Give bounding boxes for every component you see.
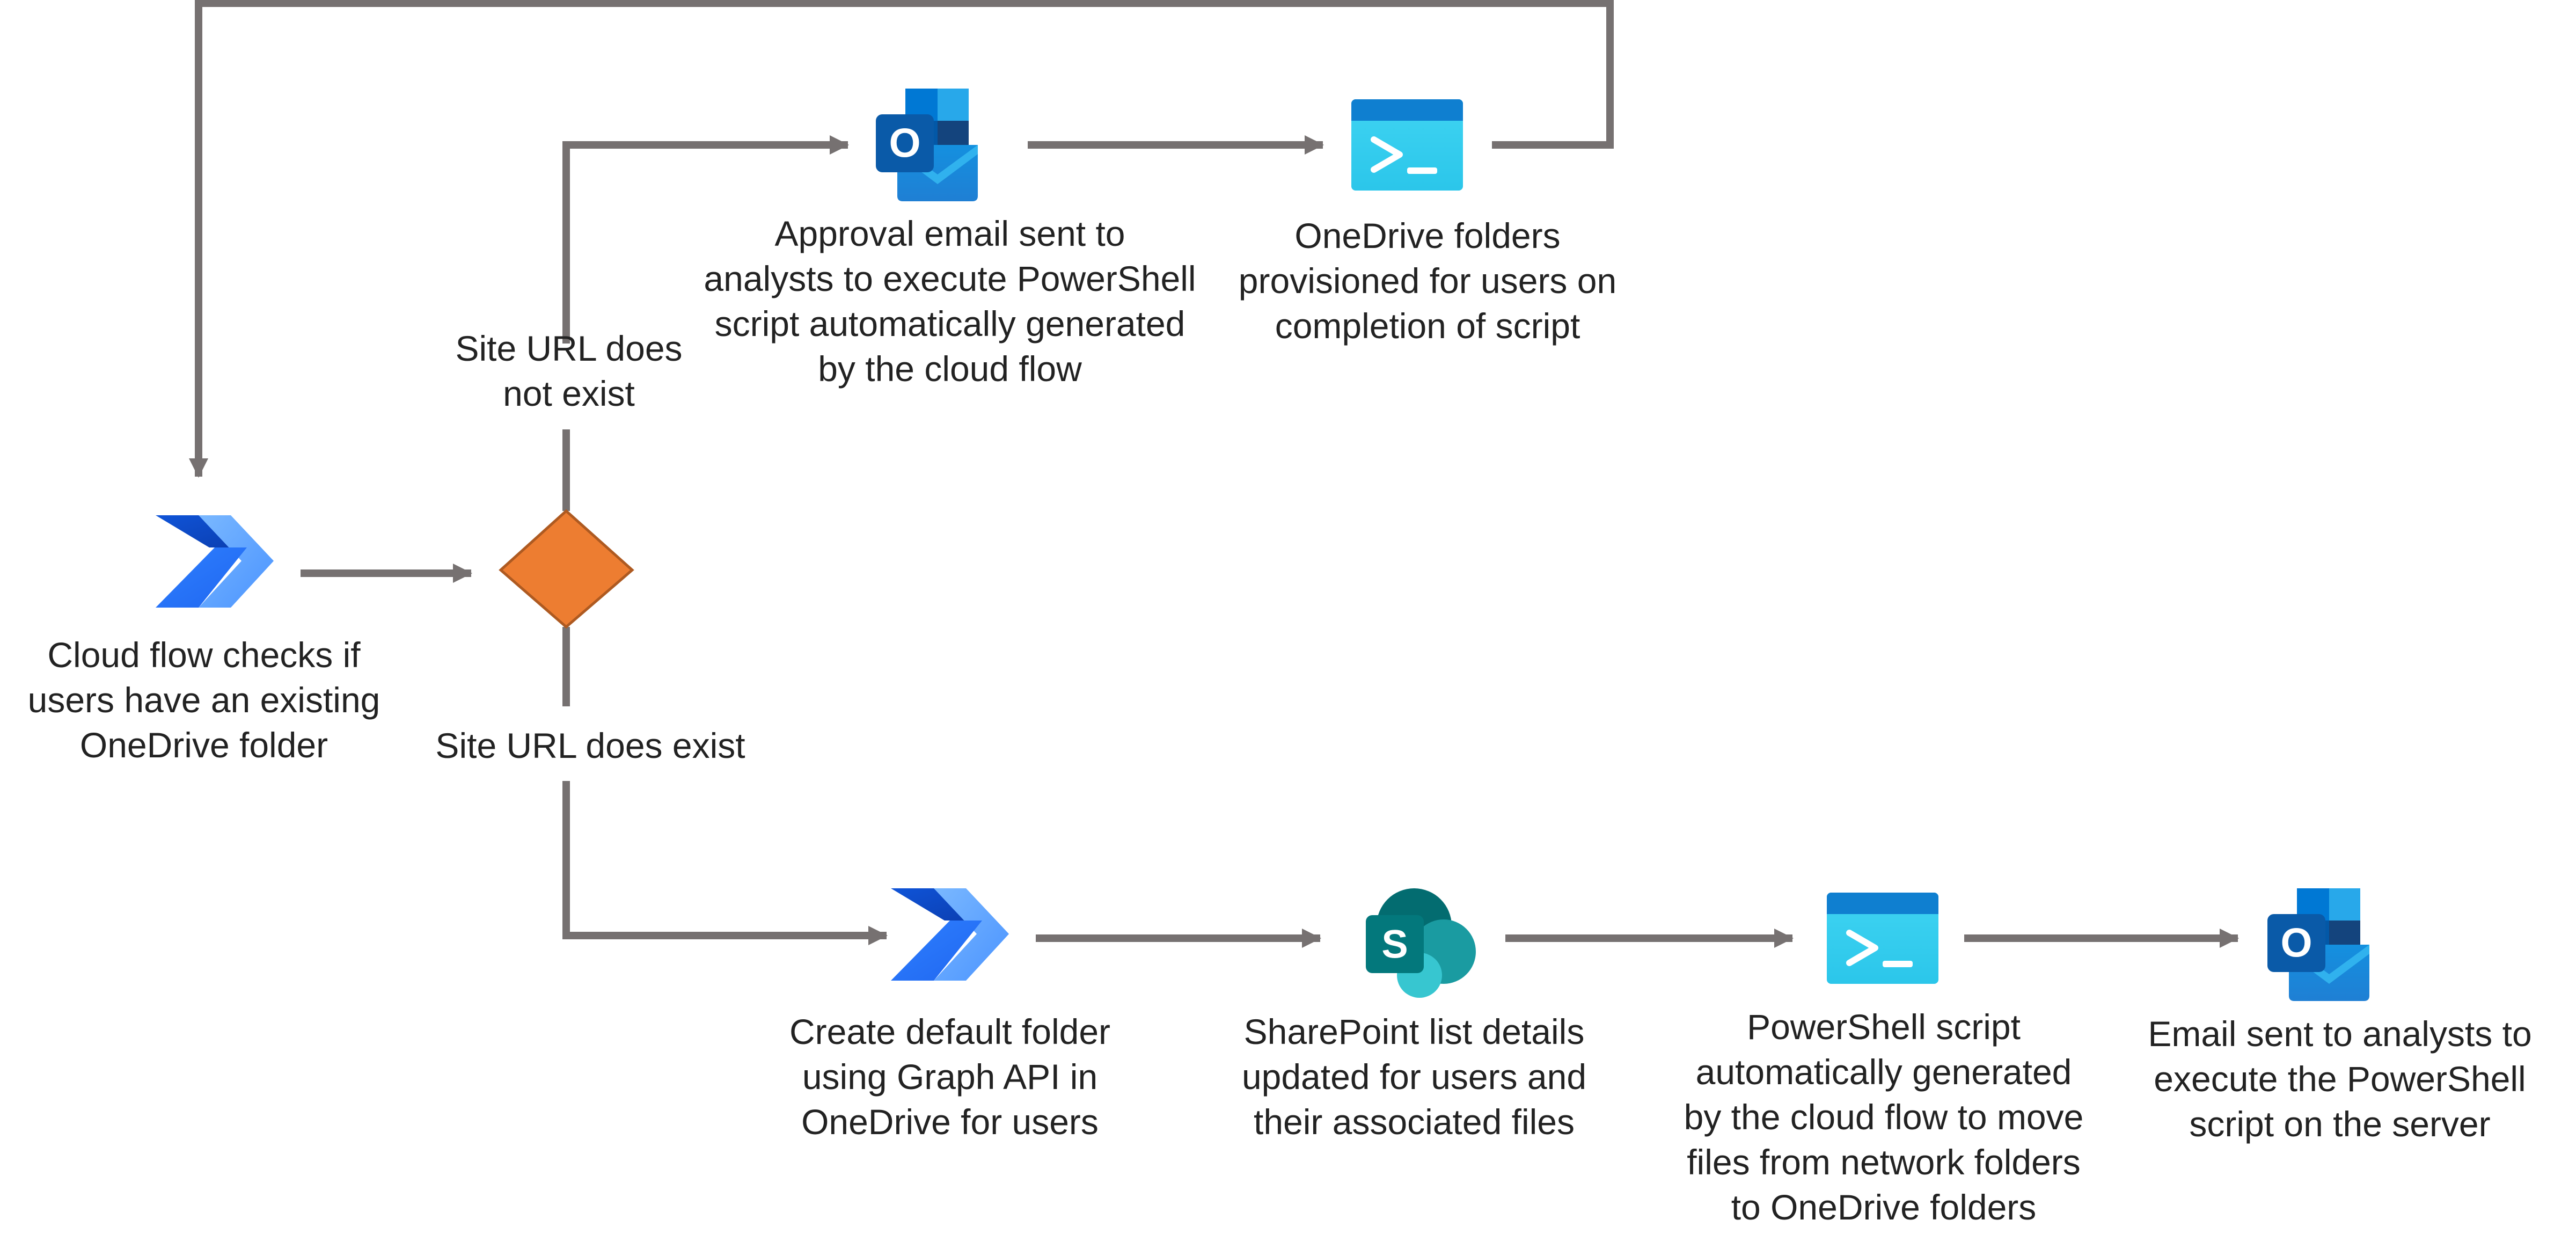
power-automate-icon <box>891 888 1009 981</box>
label-onedrive-provisioned: OneDrive folders provisioned for users o… <box>1238 216 1617 346</box>
connector-to-create-folder <box>562 781 888 945</box>
label-powershell-generated: PowerShell script automatically generate… <box>1684 1007 2084 1227</box>
sharepoint-letter: S <box>1381 922 1408 967</box>
label-branch-not-exist: Site URL does not exist <box>455 328 683 413</box>
label-approval-email: Approval email sent to analysts to execu… <box>704 214 1196 389</box>
label-email-analysts: Email sent to analysts to execute the Po… <box>2148 1014 2532 1144</box>
label-branch-exist: Site URL does exist <box>435 726 745 765</box>
label-create-default-folder: Create default folder using Graph API in… <box>789 1012 1111 1142</box>
connector-to-approval <box>562 135 849 344</box>
connectors <box>189 0 2239 948</box>
sharepoint-icon: S <box>1366 888 1476 998</box>
decision-diamond <box>499 509 634 629</box>
connector-loop-back <box>189 0 1614 478</box>
outlook-icon: O <box>2267 888 2369 1001</box>
power-automate-icon <box>156 515 274 608</box>
label-cloud-flow-check: Cloud flow checks if users have an exist… <box>27 635 380 765</box>
powershell-terminal-icon <box>1827 893 1938 984</box>
outlook-letter: O <box>2280 921 2312 966</box>
label-sharepoint-updated: SharePoint list details updated for user… <box>1241 1012 1587 1142</box>
outlook-letter: O <box>889 121 920 166</box>
powershell-terminal-icon <box>1351 99 1463 191</box>
outlook-icon: O <box>876 89 978 201</box>
